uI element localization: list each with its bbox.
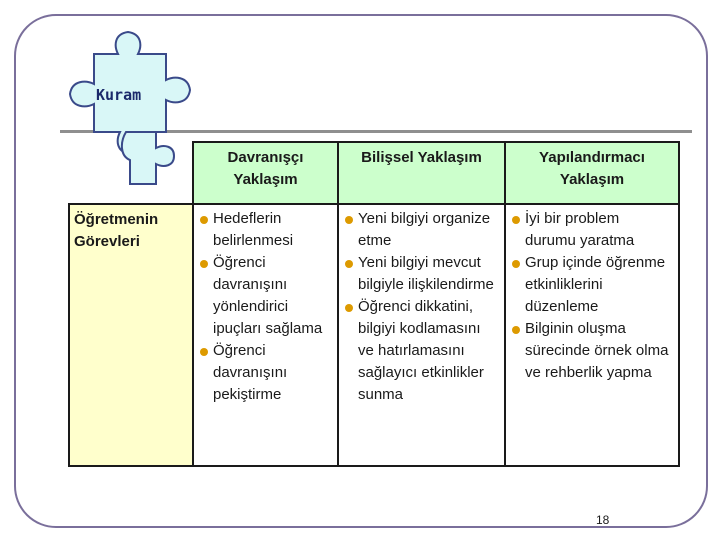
- header-bilissel: Bilişsel Yaklaşım: [337, 141, 506, 205]
- list-item: Öğrenci davranışını yönlendirici ipuçlar…: [200, 252, 333, 340]
- title-rule: [60, 130, 692, 133]
- bullet-icon: [200, 348, 208, 356]
- list-item: İyi bir problem durumu yaratma: [512, 208, 674, 252]
- list-item: Bilginin oluşma sürecinde örnek olma ve …: [512, 318, 674, 384]
- cell-yapilandirmaci: İyi bir problem durumu yaratma Grup için…: [504, 203, 680, 467]
- header-davranisci: Davranışçı Yaklaşım: [192, 141, 339, 205]
- bullet-icon: [512, 260, 520, 268]
- bullet-icon: [345, 304, 353, 312]
- list-item: Öğrenci dikkatini, bilgiyi kodlamasını v…: [345, 296, 500, 406]
- bullet-icon: [512, 216, 520, 224]
- puzzle-label: Kuram: [96, 86, 142, 104]
- list-item: Yeni bilgiyi organize etme: [345, 208, 500, 252]
- bullet-icon: [512, 326, 520, 334]
- list-item: Grup içinde öğrenme etkinliklerini düzen…: [512, 252, 674, 318]
- table-header-row: Davranışçı Yaklaşım Bilişsel Yaklaşım Ya…: [69, 141, 680, 205]
- header-yapilandirmaci: Yapılandırmacı Yaklaşım: [504, 141, 680, 205]
- list-item: Yeni bilgiyi mevcut bilgiyle ilişkilendi…: [345, 252, 500, 296]
- bullet-icon: [345, 216, 353, 224]
- bullet-icon: [200, 260, 208, 268]
- header-corner: [69, 142, 194, 205]
- row-label: Öğretmenin Görevleri: [68, 203, 194, 467]
- page-number: 18: [596, 513, 610, 527]
- list-item: Öğrenci davranışını pekiştirme: [200, 340, 333, 406]
- cell-davranisci: Hedeflerin belirlenmesi Öğrenci davranış…: [192, 203, 339, 467]
- comparison-table: Davranışçı Yaklaşım Bilişsel Yaklaşım Ya…: [68, 141, 680, 467]
- list-item: Hedeflerin belirlenmesi: [200, 208, 333, 252]
- cell-bilissel: Yeni bilgiyi organize etme Yeni bilgiyi …: [337, 203, 506, 467]
- table-row: Öğretmenin Görevleri Hedeflerin belirlen…: [68, 203, 680, 467]
- bullet-icon: [345, 260, 353, 268]
- bullet-icon: [200, 216, 208, 224]
